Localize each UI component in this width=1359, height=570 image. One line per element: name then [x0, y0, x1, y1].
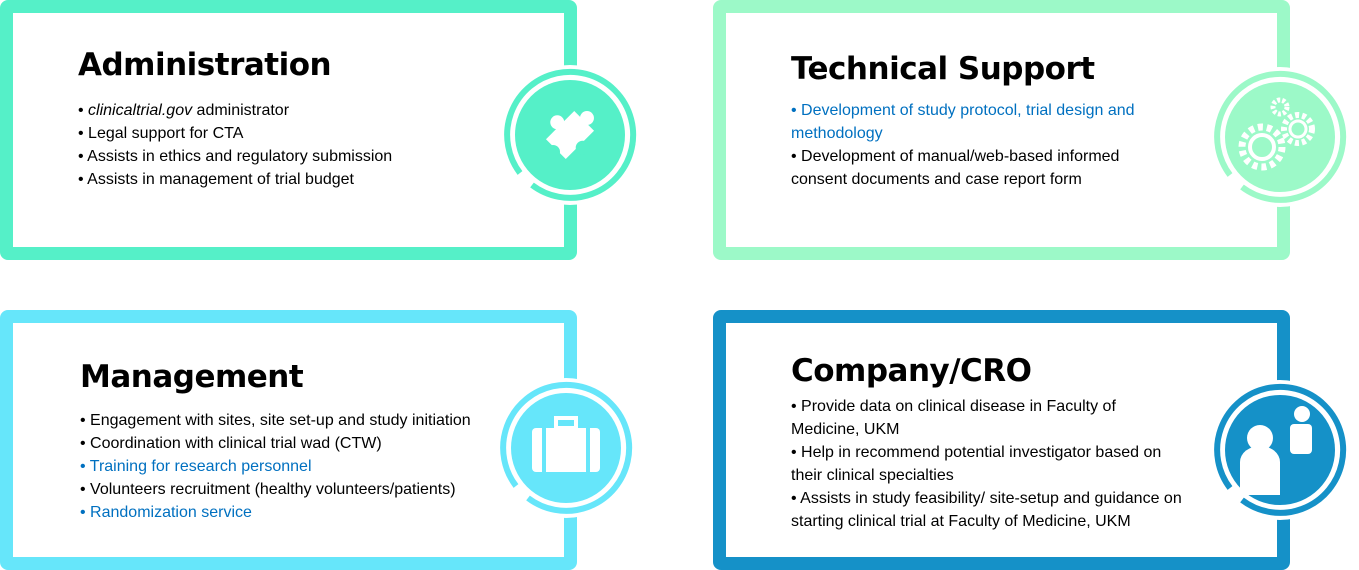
list-item: • Randomization service [80, 504, 252, 521]
management-list: • Engagement with sites, site set-up and… [80, 409, 471, 524]
administration-card: Administration • clinicaltrial.gov admin… [0, 0, 577, 260]
item-text: Development of study protocol, trial des… [791, 102, 1135, 142]
item-text: Legal support for CTA [88, 125, 244, 142]
item-text: Assists in ethics and regulatory submiss… [87, 148, 393, 165]
list-item: • Assists in management of trial budget [78, 171, 354, 188]
technical-support-card: Technical Support • Development of study… [713, 0, 1290, 260]
technical-support-list: • Development of study protocol, trial d… [791, 99, 1166, 191]
list-item: • Coordination with clinical trial wad (… [80, 435, 382, 452]
item-text: Provide data on clinical disease in Facu… [791, 398, 1116, 438]
administration-list: • clinicaltrial.gov administrator • Lega… [78, 99, 392, 191]
list-item: • Volunteers recruitment (healthy volunt… [80, 481, 456, 498]
company-cro-title: Company/CRO [791, 353, 1032, 389]
list-item: • Legal support for CTA [78, 125, 244, 142]
company-cro-list: • Provide data on clinical disease in Fa… [791, 395, 1186, 533]
list-item: • Provide data on clinical disease in Fa… [791, 398, 1116, 438]
item-text: Help in recommend potential investigator… [791, 444, 1162, 484]
management-title: Management [80, 359, 304, 395]
item-text: Training for research personnel [89, 458, 312, 475]
list-item: • Development of study protocol, trial d… [791, 102, 1135, 142]
list-item: • clinicaltrial.gov administrator [78, 102, 290, 119]
item-text: Randomization service [90, 504, 252, 521]
gears-icon [1210, 67, 1350, 207]
list-item: • Development of manual/web-based inform… [791, 148, 1120, 188]
item-text: Volunteers recruitment (healthy voluntee… [90, 481, 456, 498]
list-item: • Assists in study feasibility/ site-set… [791, 490, 1182, 530]
list-item: • Engagement with sites, site set-up and… [80, 412, 471, 429]
item-emphasis: clinicaltrial.gov [88, 102, 193, 119]
technical-support-title: Technical Support [791, 51, 1095, 87]
item-text: Assists in study feasibility/ site-setup… [791, 490, 1182, 530]
people-icon [1210, 380, 1350, 520]
item-text: Engagement with sites, site set-up and s… [90, 412, 471, 429]
item-text: administrator [192, 102, 290, 119]
item-text: Assists in management of trial budget [87, 171, 354, 188]
briefcase-icon [496, 378, 636, 518]
item-text: Development of manual/web-based informed… [791, 148, 1120, 188]
administration-title: Administration [78, 47, 332, 83]
puzzle-icon [500, 65, 640, 205]
company-cro-card: Company/CRO • Provide data on clinical d… [713, 310, 1290, 570]
management-card: Management • Engagement with sites, site… [0, 310, 577, 570]
list-item: • Help in recommend potential investigat… [791, 444, 1162, 484]
list-item: • Training for research personnel [80, 458, 312, 475]
item-text: Coordination with clinical trial wad (CT… [90, 435, 382, 452]
list-item: • Assists in ethics and regulatory submi… [78, 148, 393, 165]
